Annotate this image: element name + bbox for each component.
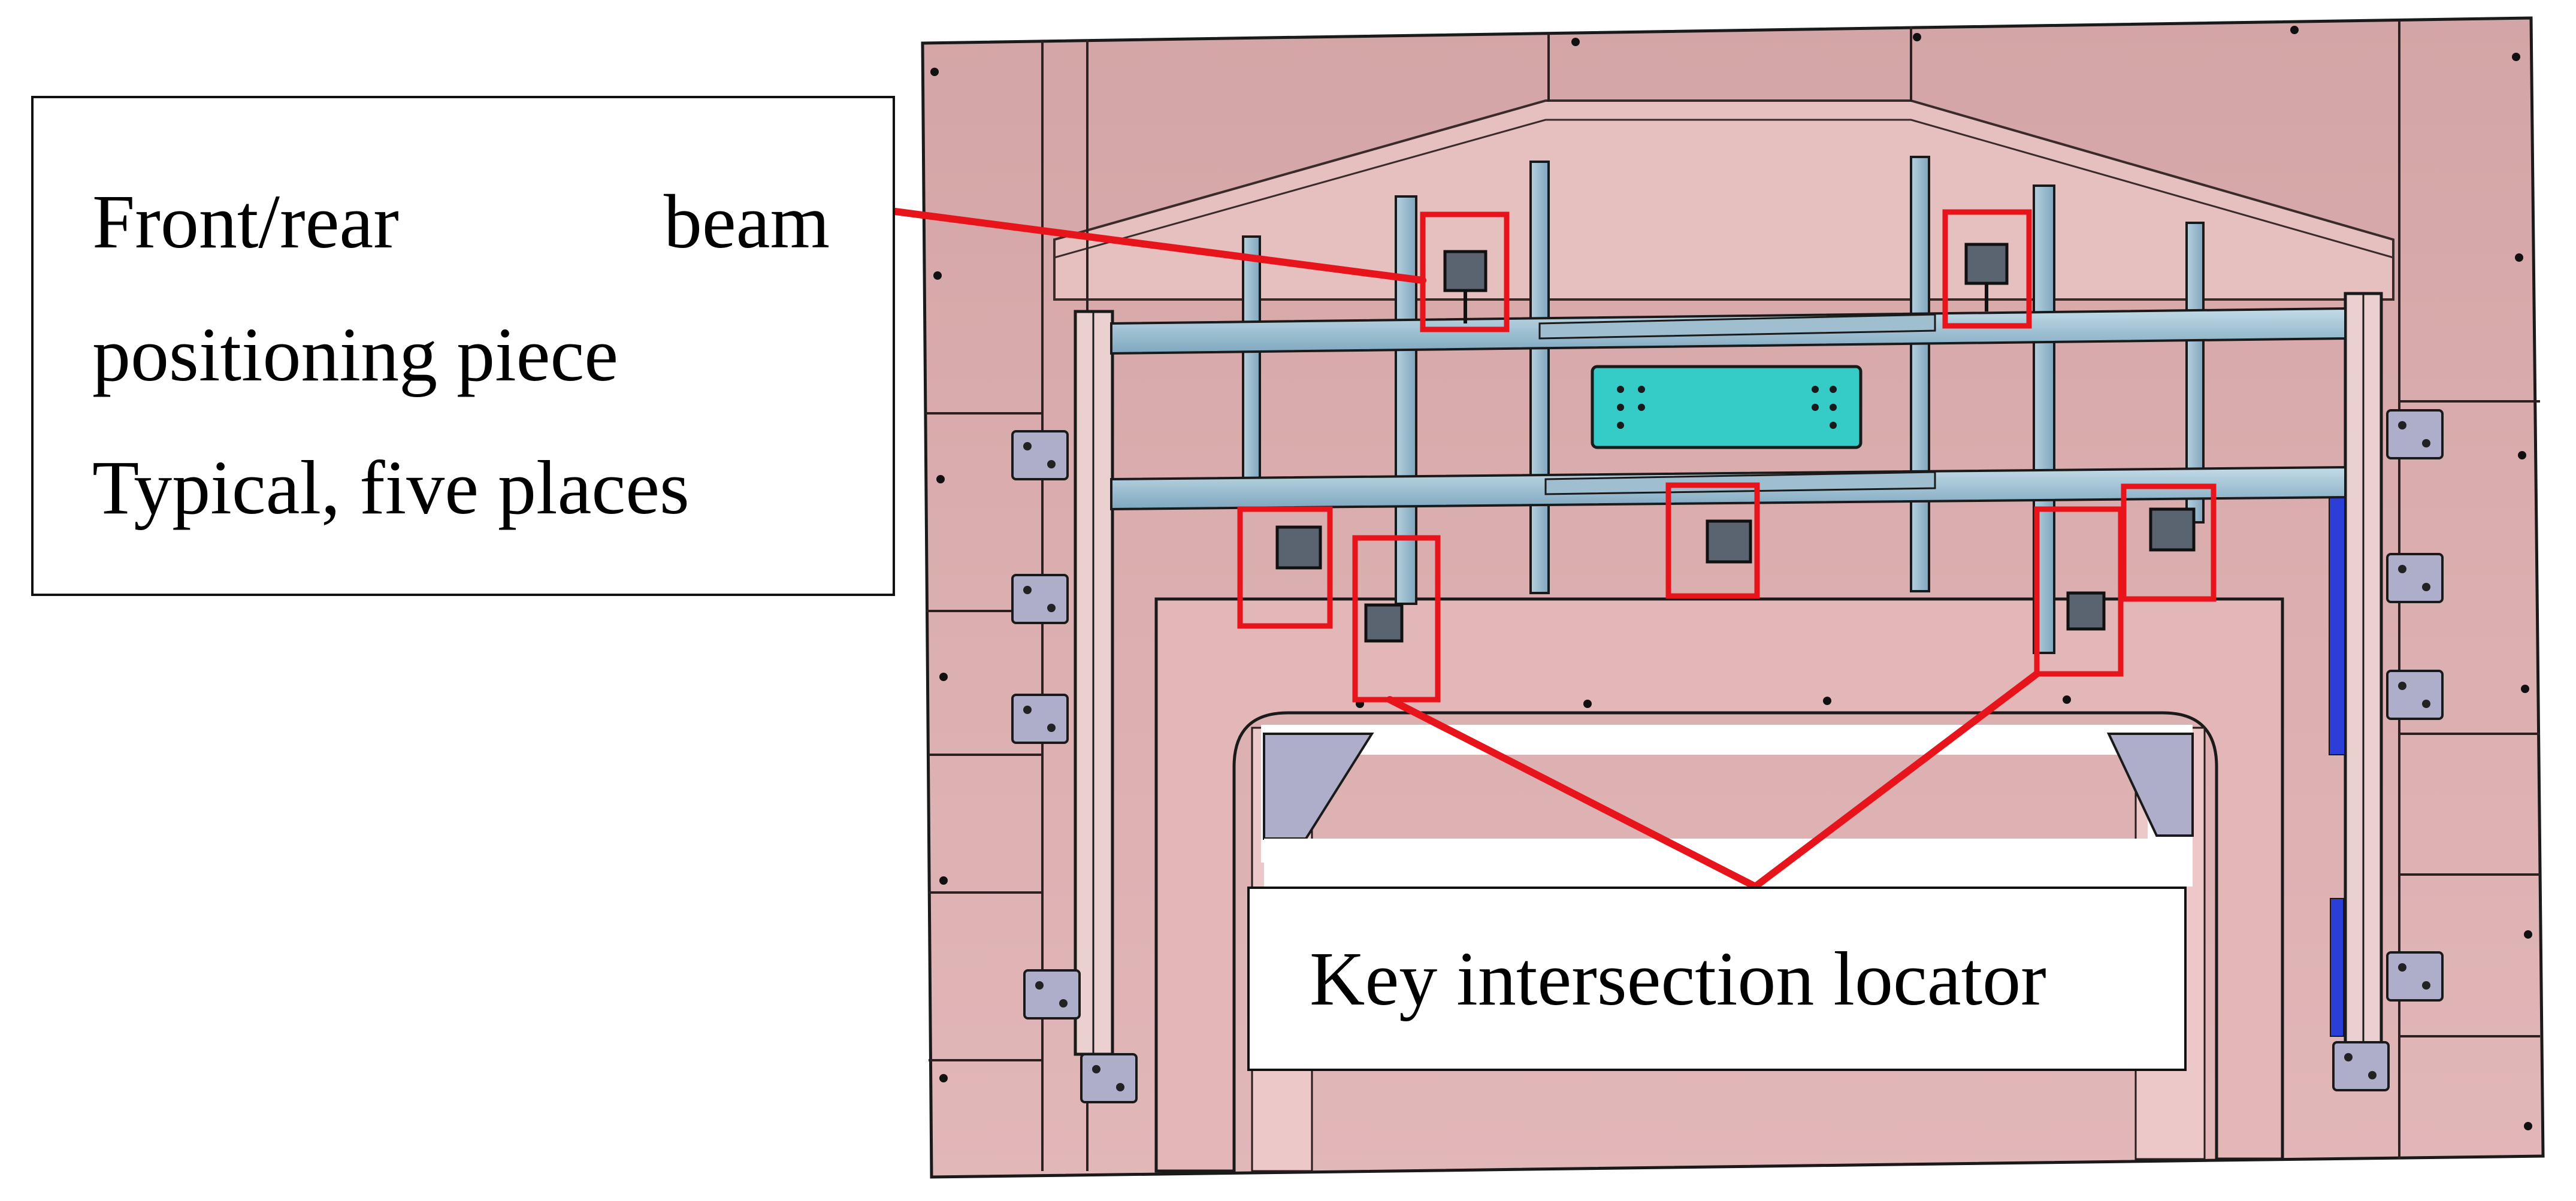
highlight-beam-piece-4 <box>1665 482 1760 599</box>
callout-beam-line-3: Typical, five places <box>92 445 690 530</box>
callout-key-locator: Key intersection locator <box>1247 887 2187 1071</box>
arch-structure <box>1154 597 2284 1173</box>
cyan-plate <box>1591 365 1863 449</box>
callout-beam-line-1-right: beam <box>663 179 830 264</box>
highlight-key-locator-2 <box>2034 506 2124 677</box>
positioning-pieces <box>1275 243 2196 643</box>
highlight-beam-piece-5 <box>2121 483 2217 602</box>
callout-beam-line-2: positioning piece <box>92 312 619 397</box>
callout-beam-line-1-left: Front/rear <box>92 179 399 264</box>
callout-key-locator-text: Key intersection locator <box>1310 936 2046 1021</box>
highlight-beam-piece-1 <box>1420 211 1510 332</box>
gusset-right <box>2106 733 2194 837</box>
horizontal-beams <box>1110 307 2347 511</box>
callout-beam-line-1: Front/rear beam <box>92 155 830 288</box>
callout-beam-positioning: Front/rear beam positioning piece Typica… <box>31 96 895 596</box>
highlight-beam-piece-3 <box>1237 506 1333 629</box>
highlight-boxes <box>1237 209 2217 703</box>
side-posts <box>1074 292 2383 1056</box>
highlight-beam-piece-2 <box>1942 209 2032 329</box>
